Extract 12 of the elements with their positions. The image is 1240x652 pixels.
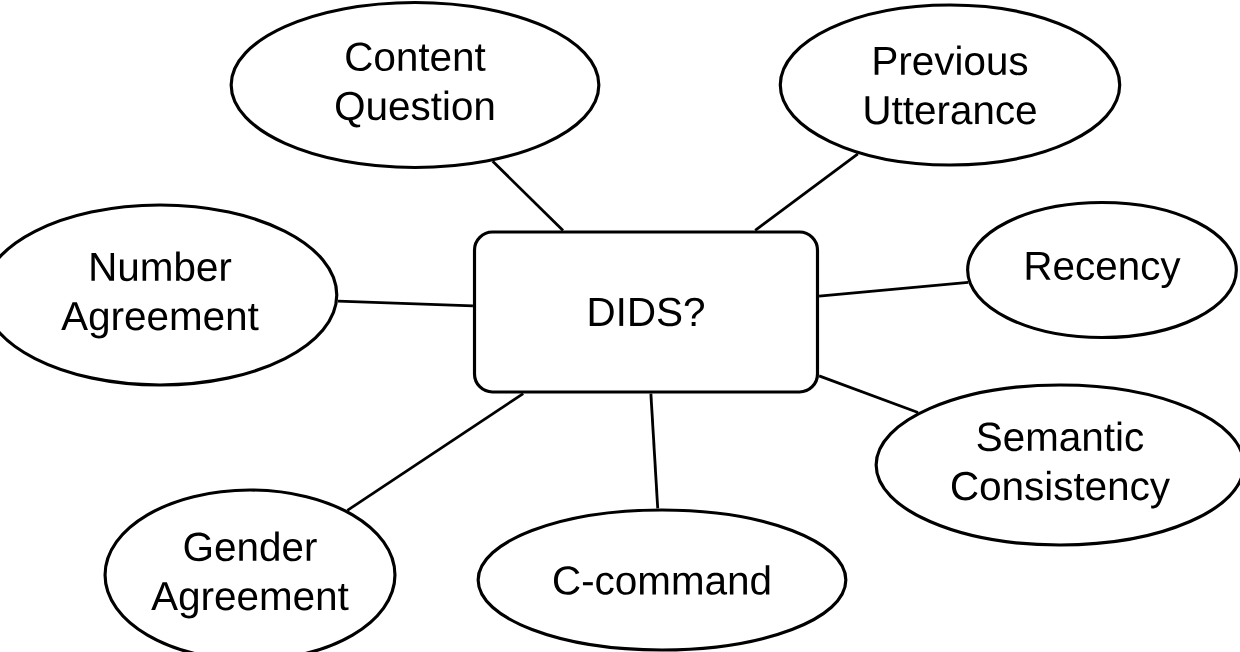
center-box: DIDS? [472, 230, 820, 394]
connector-line [491, 160, 564, 232]
connector-line [818, 374, 919, 414]
ellipse-node: C-command [476, 508, 848, 652]
connector-line [649, 393, 660, 509]
ellipse-node: Previous Utterance [778, 3, 1122, 167]
connector-line [346, 392, 524, 512]
connector-line [818, 280, 969, 298]
ellipse-node: Content Question [229, 0, 601, 170]
ellipse-node: Recency [966, 200, 1238, 340]
connector-line [754, 152, 859, 232]
connector-line [337, 299, 473, 308]
